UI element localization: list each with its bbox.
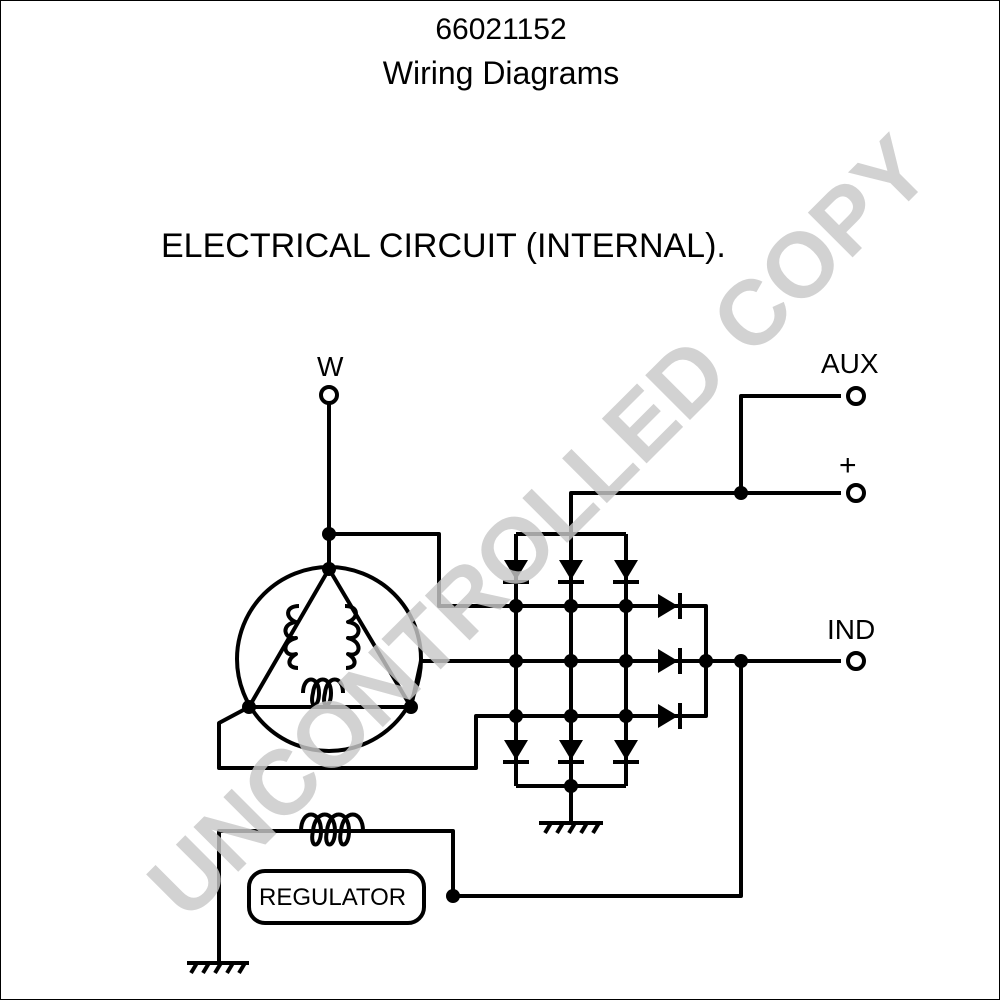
terminal-aux — [846, 386, 866, 406]
terminal-w — [319, 385, 339, 405]
junction-dots — [242, 486, 748, 903]
label-plus: + — [839, 449, 857, 482]
terminals — [319, 385, 866, 671]
regulator-label: REGULATOR — [259, 884, 406, 911]
page-title: Wiring Diagrams — [382, 55, 620, 91]
terminal-ind — [846, 651, 866, 671]
label-w: W — [317, 351, 344, 382]
label-ind: IND — [827, 614, 875, 645]
terminal-plus — [846, 483, 866, 503]
ground-symbols — [187, 821, 603, 975]
circuit-heading: ELECTRICAL CIRCUIT (INTERNAL). — [161, 227, 726, 265]
document-number: 66021152 — [435, 13, 567, 46]
label-aux: AUX — [821, 348, 879, 379]
